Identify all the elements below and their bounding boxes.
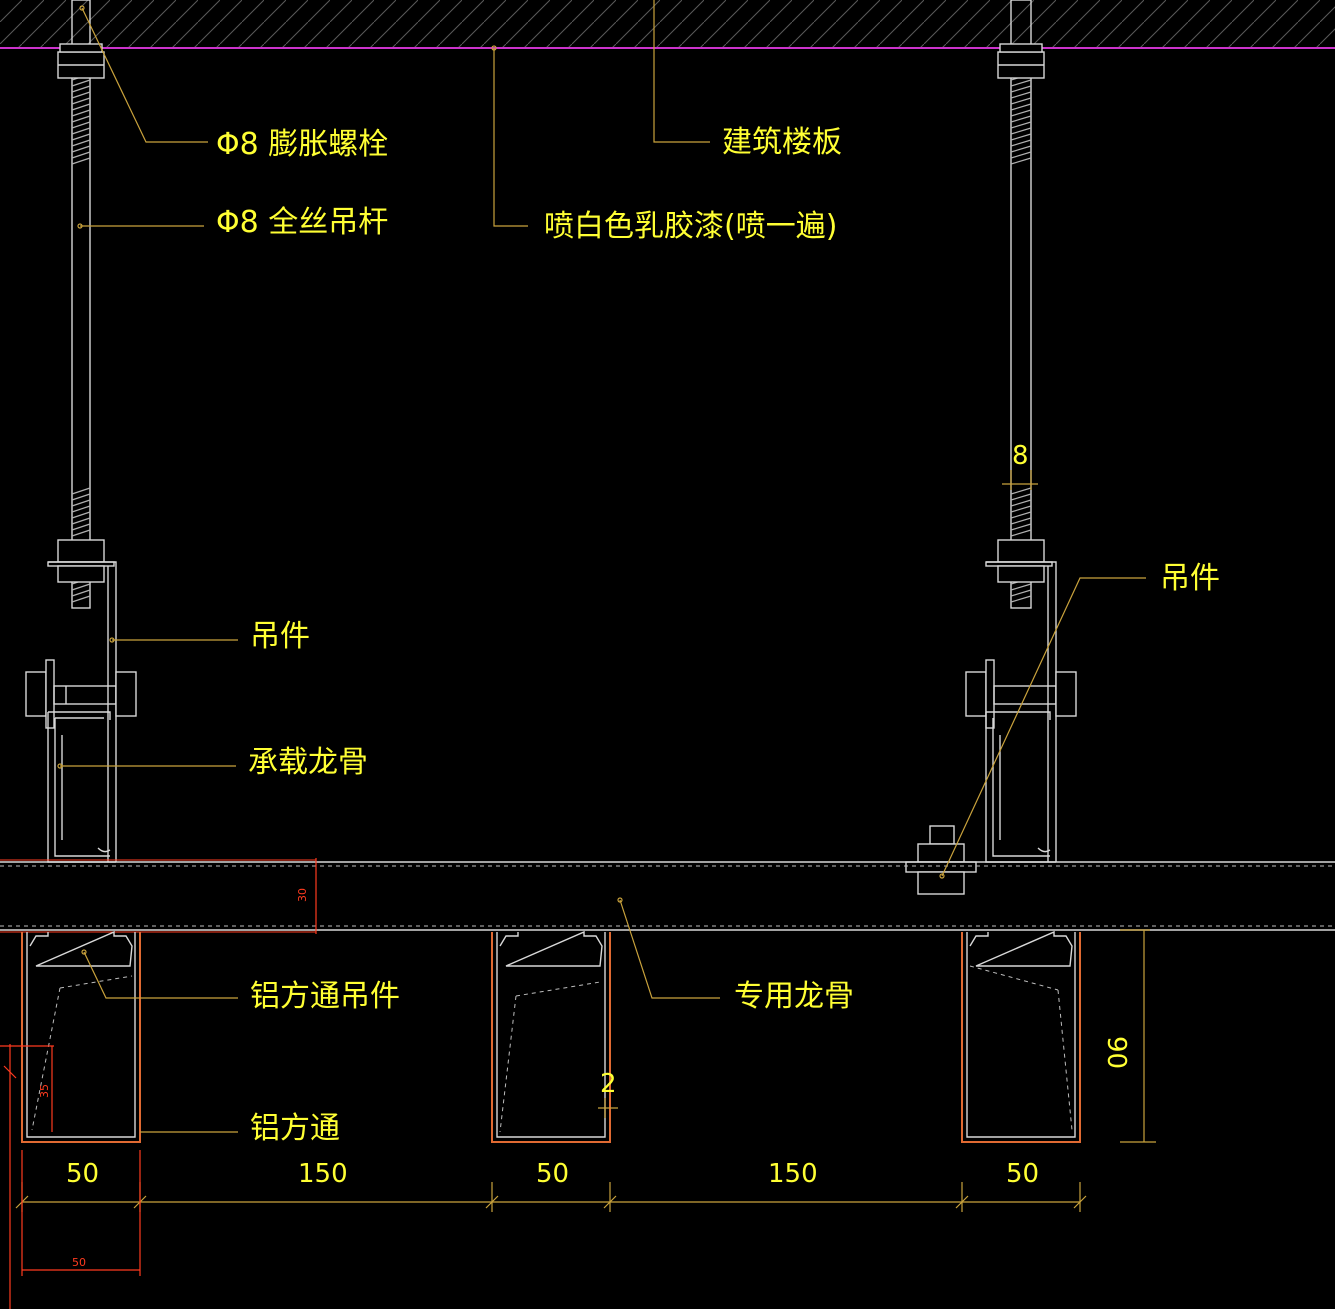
dim-inner-height: 35 [38, 1084, 51, 1098]
threaded-rod-right [985, 0, 1053, 609]
dim-spacing-4: 150 [768, 1159, 818, 1189]
label-building-slab: 建筑楼板 [722, 125, 842, 160]
bracket-bolt-head-right [965, 671, 987, 717]
bracket-nut-right [1055, 671, 1077, 717]
label-aluminum-tube-hanger: 铝方通吊件 [250, 979, 400, 1014]
label-aluminum-tube: 铝方通 [250, 1111, 340, 1146]
threaded-rod-left [47, 0, 115, 609]
rod-thread-top-right [1010, 73, 1032, 165]
dim-keel-height: 30 [296, 888, 309, 902]
bracket-bolt-head-left [25, 671, 47, 717]
dim-spacing-1: 50 [66, 1159, 99, 1189]
dim-bottom-width: 50 [72, 1256, 86, 1269]
aluminum-tube-3 [961, 930, 1081, 1143]
building-slab [0, 0, 1335, 49]
dim-spacing-2: 150 [298, 1159, 348, 1189]
label-main-keel: 承载龙骨 [248, 745, 368, 780]
lower-nut-2-right [997, 565, 1045, 583]
special-keel-band [0, 859, 1335, 933]
leader-lines [57, 0, 1146, 1133]
main-keel-right [985, 711, 1056, 863]
dim-spacing-5: 50 [1006, 1159, 1039, 1189]
top-washer-right [999, 43, 1043, 53]
label-hanger-right: 吊件 [1160, 561, 1220, 596]
label-white-latex-paint: 喷白色乳胶漆(喷一遍) [544, 209, 837, 244]
top-washer-left [59, 43, 103, 53]
clamp-bolt [905, 825, 977, 895]
dim-wall-thickness: 2 [600, 1069, 617, 1099]
dim-rod-diameter: 8 [1012, 441, 1029, 471]
lower-nut-1-right [997, 539, 1045, 563]
dim-spacing-3: 50 [536, 1159, 569, 1189]
lower-nut-2-left [57, 565, 105, 583]
aluminum-tube-2 [491, 930, 611, 1143]
aluminum-tube-1 [21, 930, 141, 1143]
label-hanger-left: 吊件 [250, 619, 310, 654]
lower-nut-1-left [57, 539, 105, 563]
rod-thread-top-left [71, 73, 91, 165]
dimension-lines [0, 470, 1156, 1309]
hanger-bracket-left [25, 561, 137, 862]
bracket-nut-left [115, 671, 137, 717]
hanger-bracket-right [965, 561, 1077, 862]
main-keel-left [47, 711, 116, 863]
dim-tube-height: 90 [1101, 1036, 1131, 1069]
label-special-keel: 专用龙骨 [734, 979, 854, 1014]
label-threaded-rod: Φ8 全丝吊杆 [216, 205, 388, 240]
label-expansion-bolt: Φ8 膨胀螺栓 [216, 127, 388, 162]
